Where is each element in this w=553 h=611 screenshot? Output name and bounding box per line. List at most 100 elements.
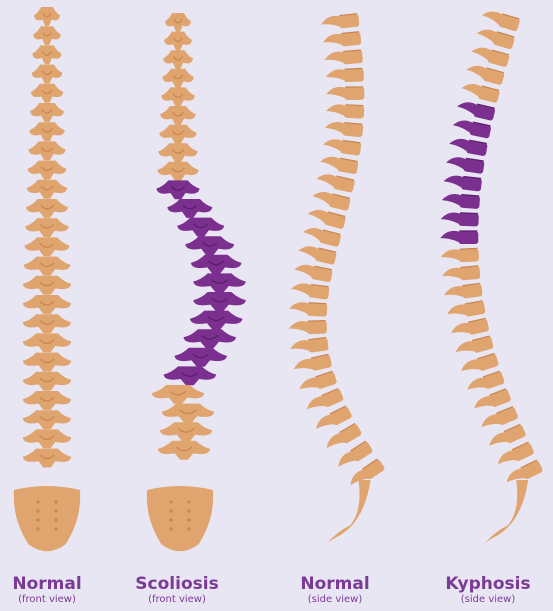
vertebra [158,441,211,460]
vertebra [23,276,71,295]
vertebra [24,237,69,256]
vertebra [475,26,515,49]
vertebra [23,429,71,448]
vertebra [28,141,65,160]
vertebra [470,45,510,68]
caption-subtitle: (front view) [0,594,107,606]
vertebra [460,81,500,103]
spine-kyphosis-side [440,8,543,544]
curved-vertebra [167,199,212,218]
spine-scoliosis-front [147,13,246,551]
vertebra [162,404,215,423]
curved-vertebra [445,155,485,174]
caption-scoliosis-front: Scoliosis (front view) [117,575,237,606]
sacrum [14,486,80,551]
caption-title: Kyphosis [428,575,548,594]
vertebra [32,65,63,84]
vertebra [23,410,71,429]
vertebra [159,125,196,144]
curved-vertebra [193,292,246,311]
vertebra [164,32,192,51]
vertebra [306,207,346,229]
caption-subtitle: (side view) [275,594,395,606]
vertebra [319,155,359,175]
vertebra [454,336,494,358]
vertebra [325,68,364,83]
caption-title: Scoliosis [117,575,237,594]
caption-normal-front: Normal (front view) [0,575,107,606]
vertebra [465,63,505,86]
vertebra [289,301,328,316]
spine-normal-front [14,7,80,551]
curved-vertebra [191,255,242,274]
caption-subtitle: (side view) [428,594,548,606]
vertebra [450,318,490,339]
curved-vertebra [448,137,488,157]
vertebra [33,26,61,45]
vertebra [158,143,197,162]
vertebra [292,354,332,375]
vertebra [24,257,71,276]
vertebra [480,8,520,31]
vertebra [23,391,71,410]
vertebra [441,266,480,283]
vertebra [32,45,61,64]
vertebra [25,218,69,237]
curved-vertebra [156,180,199,199]
vertebra [324,121,363,138]
vertebra [31,84,63,103]
vertebra [34,7,60,26]
vertebra [326,104,365,119]
vertebra [165,13,191,32]
vertebra [297,244,337,265]
vertebra [315,172,355,193]
sacrum-tail [484,480,528,544]
spine-normal-side [289,13,386,544]
vertebra [23,353,71,372]
vertebra [320,13,359,30]
vertebra [160,422,213,441]
vertebra [30,103,64,122]
vertebra [289,320,327,334]
vertebra [293,262,333,282]
vertebra [27,180,67,199]
vertebra [289,337,328,355]
vertebra [163,50,193,69]
vertebra [161,87,195,106]
curved-vertebra [185,236,234,255]
curved-vertebra [164,366,217,385]
curved-vertebra [441,193,480,209]
vertebra [324,50,363,66]
vertebra [322,32,361,49]
vertebra [152,385,205,404]
sacrum [147,486,213,551]
caption-title: Normal [275,575,395,594]
curved-vertebra [174,348,227,367]
vertebra [23,295,71,314]
vertebra [162,69,194,88]
caption-kyphosis-side: Kyphosis (side view) [428,575,548,606]
curved-vertebra [440,231,478,244]
vertebra [157,162,198,181]
curved-vertebra [193,273,246,292]
vertebra [443,283,482,301]
curved-vertebra [440,212,478,227]
caption-normal-side: Normal (side view) [275,575,395,606]
vertebra [23,314,71,333]
curved-vertebra [183,329,236,348]
vertebra [23,333,71,352]
vertebra [160,106,196,125]
curved-vertebra [177,218,224,237]
vertebra [28,161,67,180]
vertebra [290,282,329,300]
vertebra [440,248,479,263]
caption-subtitle: (front view) [117,594,237,606]
vertebra [322,138,361,156]
vertebra [446,300,486,320]
curved-vertebra [190,311,243,330]
curved-vertebra [443,174,482,191]
curved-vertebra [452,118,492,139]
caption-title: Normal [0,575,107,594]
vertebra [311,189,351,211]
